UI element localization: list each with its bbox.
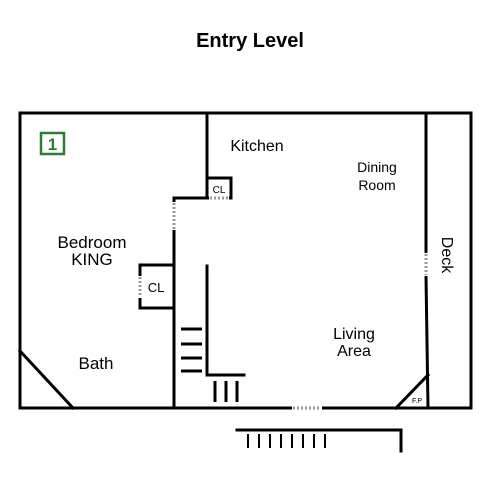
door-openings [137, 195, 429, 411]
entry-steps [247, 434, 326, 448]
bath-wall [17, 348, 76, 411]
bath-label: Bath [79, 354, 114, 373]
fireplace-label: F.P [412, 398, 422, 405]
living-label-line1: Living [333, 326, 375, 343]
dining-label-line2: Room [358, 177, 395, 193]
level-badge-label: 1 [48, 135, 57, 154]
fireplace-wall [393, 372, 431, 411]
interior-stairs [181, 327, 239, 402]
kitchen-closet-label: CL [213, 185, 226, 196]
deck-label: Deck [438, 237, 455, 274]
stair-wall [205, 264, 246, 377]
outer-walls [18, 111, 473, 410]
entry-platform [235, 428, 403, 453]
bedroom-label-line1: Bedroom [58, 233, 127, 252]
living-label-line2: Area [337, 343, 371, 360]
bedroom-label-line2: KING [71, 250, 113, 269]
deck-wall-lower [424, 274, 430, 410]
dining-label-line1: Dining [357, 159, 397, 175]
page-title: Entry Level [196, 30, 304, 52]
bedroom-closet-label: CL [148, 280, 165, 295]
level-badge [39, 131, 66, 156]
kitchen-label: Kitchen [230, 138, 283, 155]
